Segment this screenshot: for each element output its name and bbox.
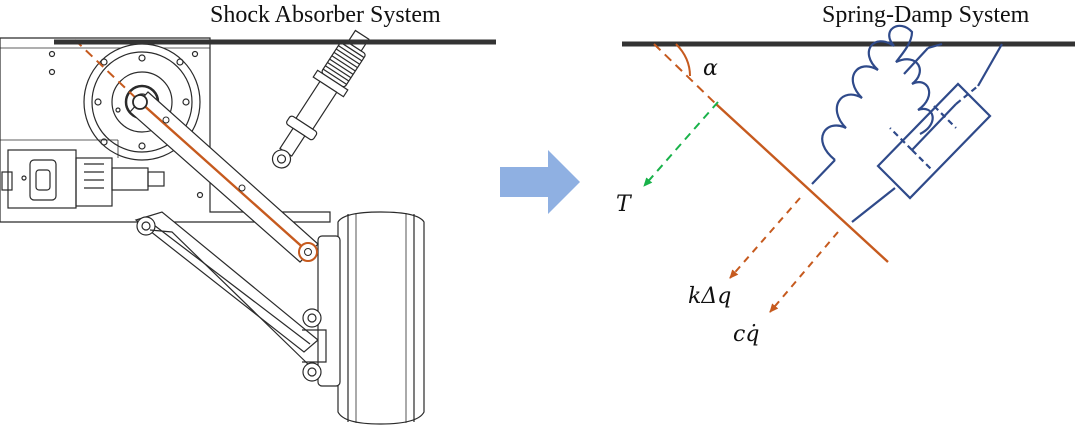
push-link xyxy=(74,39,319,263)
damper-element xyxy=(851,43,1003,223)
model-link xyxy=(715,103,889,263)
coilover-shock xyxy=(271,29,370,169)
angle-label: α xyxy=(703,56,718,81)
motor-module xyxy=(0,139,165,209)
right-panel-title: Spring-Damp System xyxy=(822,2,1030,28)
spring-element xyxy=(811,24,943,185)
spring-force-arrow xyxy=(729,197,801,279)
tension-label: T xyxy=(616,192,631,217)
pivot xyxy=(132,94,148,110)
right-arrow-icon xyxy=(500,150,580,214)
wheel xyxy=(337,211,425,425)
angle-arc xyxy=(675,43,691,77)
tension-arrow xyxy=(643,101,719,187)
link-centerline xyxy=(139,101,309,253)
damper-force-arrow xyxy=(769,231,839,313)
lower-control-arm xyxy=(134,211,319,369)
spring-force-label: kΔq xyxy=(688,284,732,309)
damper-force-label: cq̇ xyxy=(733,322,760,347)
left-panel-title: Shock Absorber System xyxy=(210,2,441,28)
shock-absorber-drawing xyxy=(0,29,425,425)
wheel-knuckle xyxy=(302,235,341,387)
